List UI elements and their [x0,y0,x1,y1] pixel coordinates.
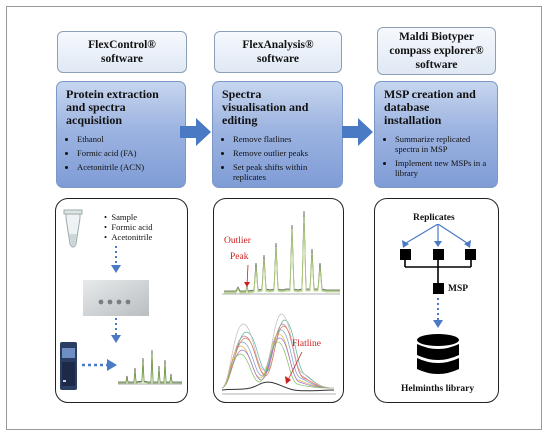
step-title-line: Protein extraction [66,87,159,101]
flatline-label: Flatline [292,339,322,349]
dotted-arrow-right-icon [82,359,117,371]
step-box-visualisation: Spectra visualisation and editing Remove… [212,81,343,188]
step-title-line: MSP creation and [384,87,476,101]
step-bullet: Ethanol [77,134,177,144]
header-line: FlexControl® [88,39,156,51]
step-title-line: editing [222,113,258,127]
mass-spectrometer-icon [60,342,77,390]
step-bullet: Set peak shifts within replicates [233,162,334,182]
step-title-line: Spectra [222,87,262,101]
step-title-line: and spectra [66,100,126,114]
panel1-list: • Sample • Formic acid • Acetonitrile [104,212,153,242]
panel1-item: • Acetonitrile [104,232,153,242]
step-box-msp-creation: MSP creation and database installation S… [374,81,498,188]
replicates-merge-tree [400,224,476,294]
panel1-item-label: Formic acid [111,222,153,232]
step-bullet: Implement new MSPs in a library [395,158,489,178]
maldi-target-plate-icon [83,280,149,316]
peak-label: Peak [230,252,249,262]
database-icon [417,334,459,374]
step-bullet-list: Remove flatlines Remove outlier peaks Se… [222,134,334,182]
panel1-item-label: Acetonitrile [111,232,153,242]
outlier-label: Outlier [224,236,251,246]
panel1-item: • Sample [104,212,138,222]
dotted-arrow-down-icon [433,298,443,328]
panel-spectra-illustration [213,198,344,403]
step-bullet: Summarize replicated spectra in MSP [395,134,489,154]
figure-frame [6,6,542,430]
step-title-line: installation [384,113,442,127]
step-title: MSP creation and database installation [384,88,489,127]
dotted-arrow-down-icon [111,318,121,343]
step-bullet-list: Ethanol Formic acid (FA) Acetonitrile (A… [66,134,177,172]
step-bullet-list: Summarize replicated spectra in MSP Impl… [384,134,489,178]
header-line: FlexAnalysis® [242,39,314,51]
panel1-item: • Formic acid [104,222,153,232]
header-line: compass explorer® [389,45,484,57]
header-line: software [415,59,458,71]
step-title: Spectra visualisation and editing [222,88,334,127]
column-header-biotyper: Maldi Biotyper compass explorer® softwar… [377,27,496,75]
step-bullet: Remove outlier peaks [233,148,334,158]
step-title-line: acquisition [66,113,123,127]
spectrum-small-icon [118,349,182,385]
step-bullet: Remove flatlines [233,134,334,144]
dotted-arrow-down-icon [111,246,121,273]
step-bullet: Acetonitrile (ACN) [77,162,177,172]
msp-label: MSP [448,284,469,294]
spectra-overlay-chart [222,210,340,295]
step-title: Protein extraction and spectra acquisiti… [66,88,177,127]
step-title-line: visualisation and [222,100,309,114]
step-bullet: Formic acid (FA) [77,148,177,158]
step-title-line: database [384,100,430,114]
helminths-library-label: Helminths library [401,384,475,394]
arrow-right-icon [342,118,373,146]
step-box-extraction: Protein extraction and spectra acquisiti… [56,81,186,188]
flatline-spectra-chart [221,313,336,395]
replicates-label: Replicates [413,213,455,223]
header-line: software [101,53,143,65]
column-header-flexcontrol: FlexControl® software [57,31,187,73]
header-line: software [257,53,299,65]
tube-icon [63,209,83,248]
arrow-right-icon [180,118,211,146]
header-line: Maldi Biotyper [398,31,475,43]
column-header-flexanalysis: FlexAnalysis® software [214,31,342,73]
panel1-item-label: Sample [111,212,138,222]
